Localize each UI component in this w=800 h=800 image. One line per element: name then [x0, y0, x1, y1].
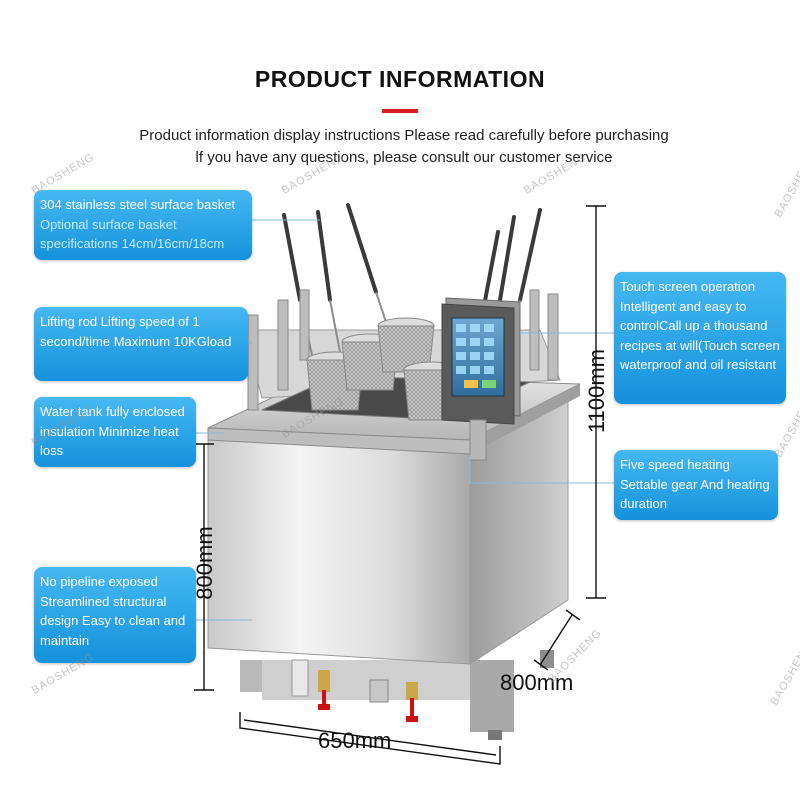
- dimension-width: 650mm: [318, 728, 392, 753]
- leader-lines: [196, 219, 614, 621]
- lifting-handles: [282, 203, 542, 308]
- callout-touch-screen: Touch screen operation Intelligent and e…: [614, 272, 786, 404]
- title-underline: [382, 109, 418, 113]
- dimension-depth: 800mm: [500, 670, 574, 695]
- callout-pipeline: No pipeline exposed Streamlined structur…: [34, 567, 196, 663]
- leg-front-left: [240, 660, 264, 692]
- callout-heating: Five speed heating Settable gear And hea…: [614, 450, 778, 520]
- intro-line-1: Product information display instructions…: [139, 127, 669, 144]
- touch-screen-panel: [441, 297, 521, 461]
- callout-basket-main: 304 stainless steel surface basket: [40, 197, 236, 212]
- cabinet-front: [207, 437, 471, 665]
- callout-water-tank: Water tank fully enclosed insulation Min…: [34, 397, 196, 467]
- callout-basket: 304 stainless steel surface basket Optio…: [34, 190, 252, 260]
- dimension-lines: [194, 205, 606, 765]
- dimension-height-body: 800mm: [192, 526, 217, 600]
- callout-basket-highlight: Optional surface basket specifications 1…: [40, 216, 225, 252]
- callout-lifting-rod: Lifting rod Lifting speed of 1 second/ti…: [34, 307, 248, 381]
- intro-line-2: lf you have any questions, please consul…: [195, 149, 613, 166]
- leg-front-right: [470, 660, 514, 732]
- dimension-height-total: 1100mm: [584, 349, 609, 433]
- page-title: PRODUCT INFORMATION: [254, 66, 546, 92]
